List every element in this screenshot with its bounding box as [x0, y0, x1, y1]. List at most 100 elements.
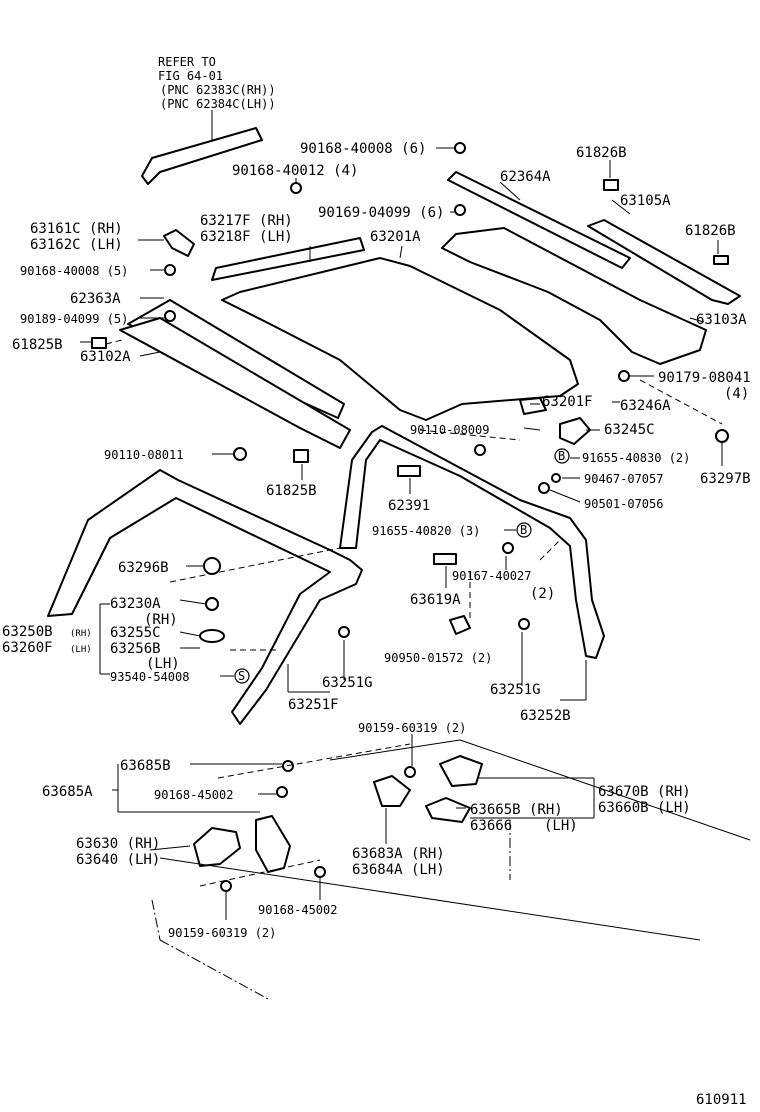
label-63683a-rh: 63683A (RH): [352, 846, 445, 862]
label-63665b-rh: 63665B (RH): [470, 802, 563, 818]
label-63250b: 63250B: [2, 624, 53, 640]
label-91655-40830: 91655-40830 (2): [582, 451, 690, 465]
label-63252b: 63252B: [520, 708, 571, 724]
grommet-90950-01572: [449, 615, 471, 635]
label-63666-lh: (LH): [544, 818, 578, 834]
nut-90189-04099: [164, 310, 176, 322]
label-63230a: 63230A: [110, 596, 161, 612]
label-63660b-lh: 63660B (LH): [598, 800, 691, 816]
lock-assembly-drawings: [193, 755, 483, 892]
striker-63630: [193, 827, 241, 867]
label-63297b: 63297B: [700, 471, 751, 487]
reference-moulding: [141, 127, 263, 185]
label-90467-07057: 90467-07057: [584, 472, 663, 486]
handle-63665b: [425, 797, 471, 823]
label-63255c: 63255C: [110, 625, 161, 641]
label-90168-45002-b: 90168-45002: [258, 903, 337, 917]
screw-90168-45002-a: [276, 786, 288, 798]
label-63201f: 63201F: [542, 394, 593, 410]
screw-90501-07056: [538, 482, 550, 494]
label-63256b-lh: (LH): [146, 656, 180, 672]
roof-panel-63103a: [441, 227, 707, 365]
bracket-63161c: [163, 229, 195, 257]
weatherstrip-63217f: [211, 237, 365, 281]
label-62391: 62391: [388, 498, 430, 514]
lock-63670b: [439, 755, 483, 787]
label-90168-40008-6: 90168-40008 (6): [300, 141, 426, 157]
label-63217f-rh: 63217F (RH): [200, 213, 293, 229]
part-drawings: [47, 127, 741, 725]
pad-62391: [397, 465, 421, 477]
circled-symbols: B B S: [234, 448, 570, 684]
label-63105a: 63105A: [620, 193, 671, 209]
label-63250b-rh: (RH): [70, 629, 92, 639]
nut-90168-40012: [290, 182, 302, 194]
guide-lines: [105, 339, 751, 1001]
label-93540-54008: 93540-54008: [110, 670, 189, 684]
label-90168-45002-a: 90168-45002: [154, 788, 233, 802]
label-90179-08041: 90179-08041: [658, 370, 751, 386]
label-63685b: 63685B: [120, 758, 171, 774]
moulding-62364a: [447, 171, 631, 269]
label-90110-08011: 90110-08011: [104, 448, 183, 462]
leader-lines: [80, 147, 723, 920]
label-63103a: 63103A: [696, 312, 747, 328]
label-62363a: 62363A: [70, 291, 121, 307]
label-90189-04099-5: 90189-04099 (5): [20, 312, 128, 326]
lock-base-63685a: [255, 815, 291, 873]
label-61826b-top: 61826B: [576, 145, 627, 161]
label-61826b-right: 61826B: [685, 223, 736, 239]
label-63251g-right: 63251G: [490, 682, 541, 698]
label-63256b: 63256B: [110, 641, 161, 657]
label-63251g-left: 63251G: [322, 675, 373, 691]
label-63296b: 63296B: [118, 560, 169, 576]
label-63230a-rh: (RH): [144, 612, 178, 628]
side-rail-63252b: [339, 425, 605, 659]
stopper-63296b: [203, 557, 221, 575]
bracket-63201f: [519, 397, 547, 415]
label-90950-01572: 90950-01572 (2): [384, 651, 492, 665]
label-90159-60319-top: 90159-60319 (2): [358, 721, 466, 735]
label-63162c-lh: 63162C (LH): [30, 237, 123, 253]
label-63260f-lh: (LH): [70, 645, 92, 655]
screw-90159-60319-b: [220, 880, 232, 892]
clip-61825b-left: [91, 337, 107, 349]
moulding-63105a: [587, 219, 741, 305]
label-63260f: 63260F: [2, 640, 53, 656]
label-91655-40820: 91655-40820 (3): [372, 524, 480, 538]
cap-63255c: [199, 629, 225, 643]
reference-note-line-3: (PNC 62383C(RH)): [160, 83, 276, 97]
label-90169-04099-6: 90169-04099 (6): [318, 205, 444, 221]
clip-61825b-lower: [293, 449, 309, 463]
clip-61826b-right: [713, 255, 729, 265]
reference-note: REFER TO FIG 64-01 (PNC 62383C(RH)) (PNC…: [158, 55, 276, 146]
symbol-b-2: [516, 522, 532, 538]
label-63640-lh: 63640 (LH): [76, 852, 160, 868]
cover-63683a: [373, 775, 411, 807]
roof-panel-63201a: [221, 257, 579, 421]
label-90110-08009: 90110-08009: [410, 423, 489, 437]
washer-90467-07057: [551, 473, 561, 483]
screw-63251g-left: [338, 626, 350, 638]
label-63670b-rh: 63670B (RH): [598, 784, 691, 800]
label-63666: 63666: [470, 818, 512, 834]
screw-90167-40027: [502, 542, 514, 554]
symbol-s-text: S: [238, 669, 245, 683]
screw-90168-40008-6: [454, 142, 466, 154]
figure-number: 610911: [696, 1092, 747, 1108]
symbol-b-1-text: B: [558, 449, 565, 463]
screw-90168-40008-5: [164, 264, 176, 276]
clip-61826b-top: [603, 179, 619, 191]
label-90168-40008-5: 90168-40008 (5): [20, 264, 128, 278]
windshield-frame-63250b: [47, 469, 363, 725]
reference-note-line-2: FIG 64-01: [158, 69, 223, 83]
nut-90110-08011: [233, 447, 247, 461]
reference-note-line-1: REFER TO: [158, 55, 216, 69]
symbol-b-1: [554, 448, 570, 464]
label-90167-qty: (2): [530, 586, 555, 602]
screw-90110-08009: [474, 444, 486, 456]
symbol-s: [234, 668, 250, 684]
label-63685a: 63685A: [42, 784, 93, 800]
label-63102a: 63102A: [80, 349, 131, 365]
label-63246a: 63246A: [620, 398, 671, 414]
